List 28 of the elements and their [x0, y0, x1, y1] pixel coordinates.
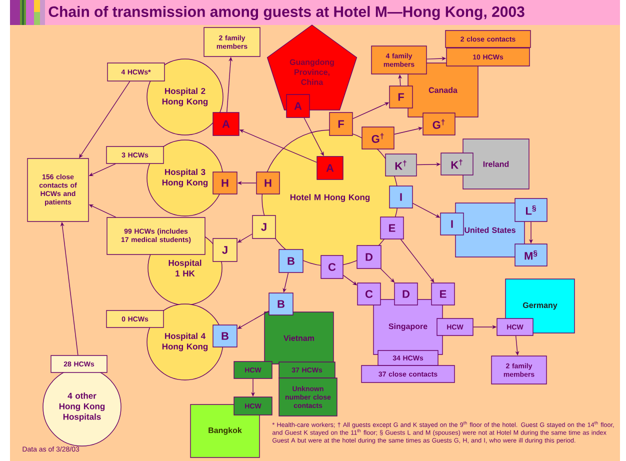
- guest-box: I: [440, 212, 464, 236]
- guest-box: B: [278, 249, 304, 273]
- guest-box: A: [212, 112, 240, 136]
- guest-box: G$^{†}$: [362, 126, 394, 150]
- guest-box: C: [357, 282, 381, 306]
- guest-box: E: [431, 282, 455, 306]
- guest-box: B: [268, 292, 294, 316]
- guest-box: K$^{†}$: [385, 154, 417, 176]
- guest-box: K$^{†}$: [440, 152, 474, 176]
- guest-box: L$^{§}$: [514, 198, 548, 222]
- guest-box: F: [389, 86, 413, 108]
- guest-box: H: [256, 172, 280, 194]
- guest-box: G$^{†}$: [422, 112, 456, 136]
- guest-box: D: [394, 282, 418, 306]
- guest-box: D: [356, 245, 382, 269]
- guest-box: B: [212, 324, 238, 348]
- guest-box: H: [212, 172, 238, 194]
- guest-box: E: [380, 216, 404, 240]
- guest-box: M$^{§}$: [514, 244, 548, 266]
- guest-box: A: [316, 156, 344, 180]
- guest-box: I: [389, 186, 413, 208]
- guest-box: J: [212, 238, 238, 262]
- guest-box: C: [320, 255, 344, 279]
- title: Chain of transmission among guests at Hotel M—Hong Kong, 2003: [48, 6, 524, 20]
- guest-box: F: [329, 112, 353, 136]
- guest-box: J: [252, 215, 276, 239]
- guest-box: A: [286, 94, 310, 118]
- country-box: Ireland: [462, 138, 530, 190]
